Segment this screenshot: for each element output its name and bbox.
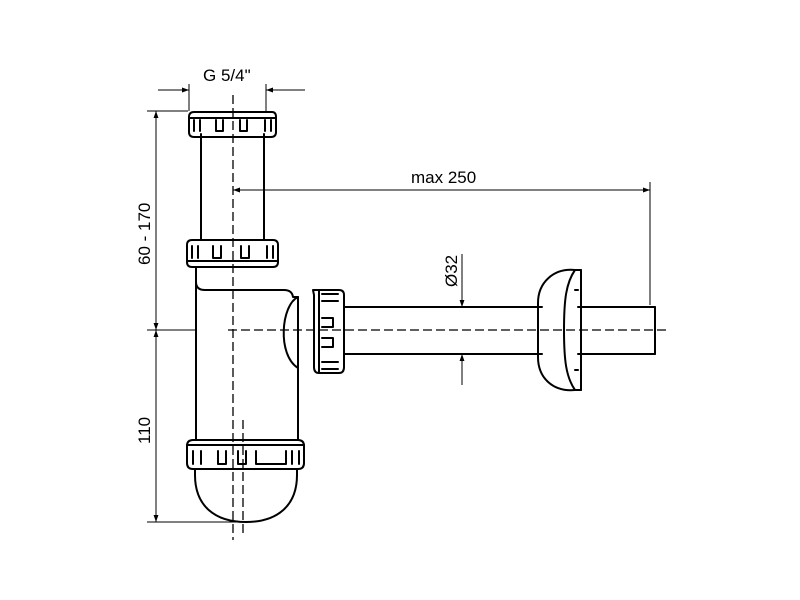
outlet-union-nut [312, 289, 345, 374]
adjust-height-label: 60 - 170 [135, 203, 154, 265]
bottom-union-nut [186, 439, 305, 470]
dimension-diameter: Ø32 [442, 254, 465, 385]
bottle-body [195, 266, 299, 441]
bottom-cleanout-cup [194, 468, 298, 523]
center-lines [228, 95, 666, 540]
vertical-tailpiece [200, 133, 265, 241]
middle-union-nut [186, 239, 279, 268]
horizontal-drain-pipe [343, 306, 656, 355]
thread-size-label: G 5/4" [203, 66, 251, 85]
dimension-vertical: 60 - 170 110 [135, 110, 240, 523]
dimension-thread: G 5/4" [158, 66, 305, 111]
reach-label: max 250 [411, 168, 476, 187]
lower-height-label: 110 [135, 417, 154, 444]
diameter-label: Ø32 [442, 255, 461, 287]
dimension-reach: max 250 [233, 168, 651, 305]
